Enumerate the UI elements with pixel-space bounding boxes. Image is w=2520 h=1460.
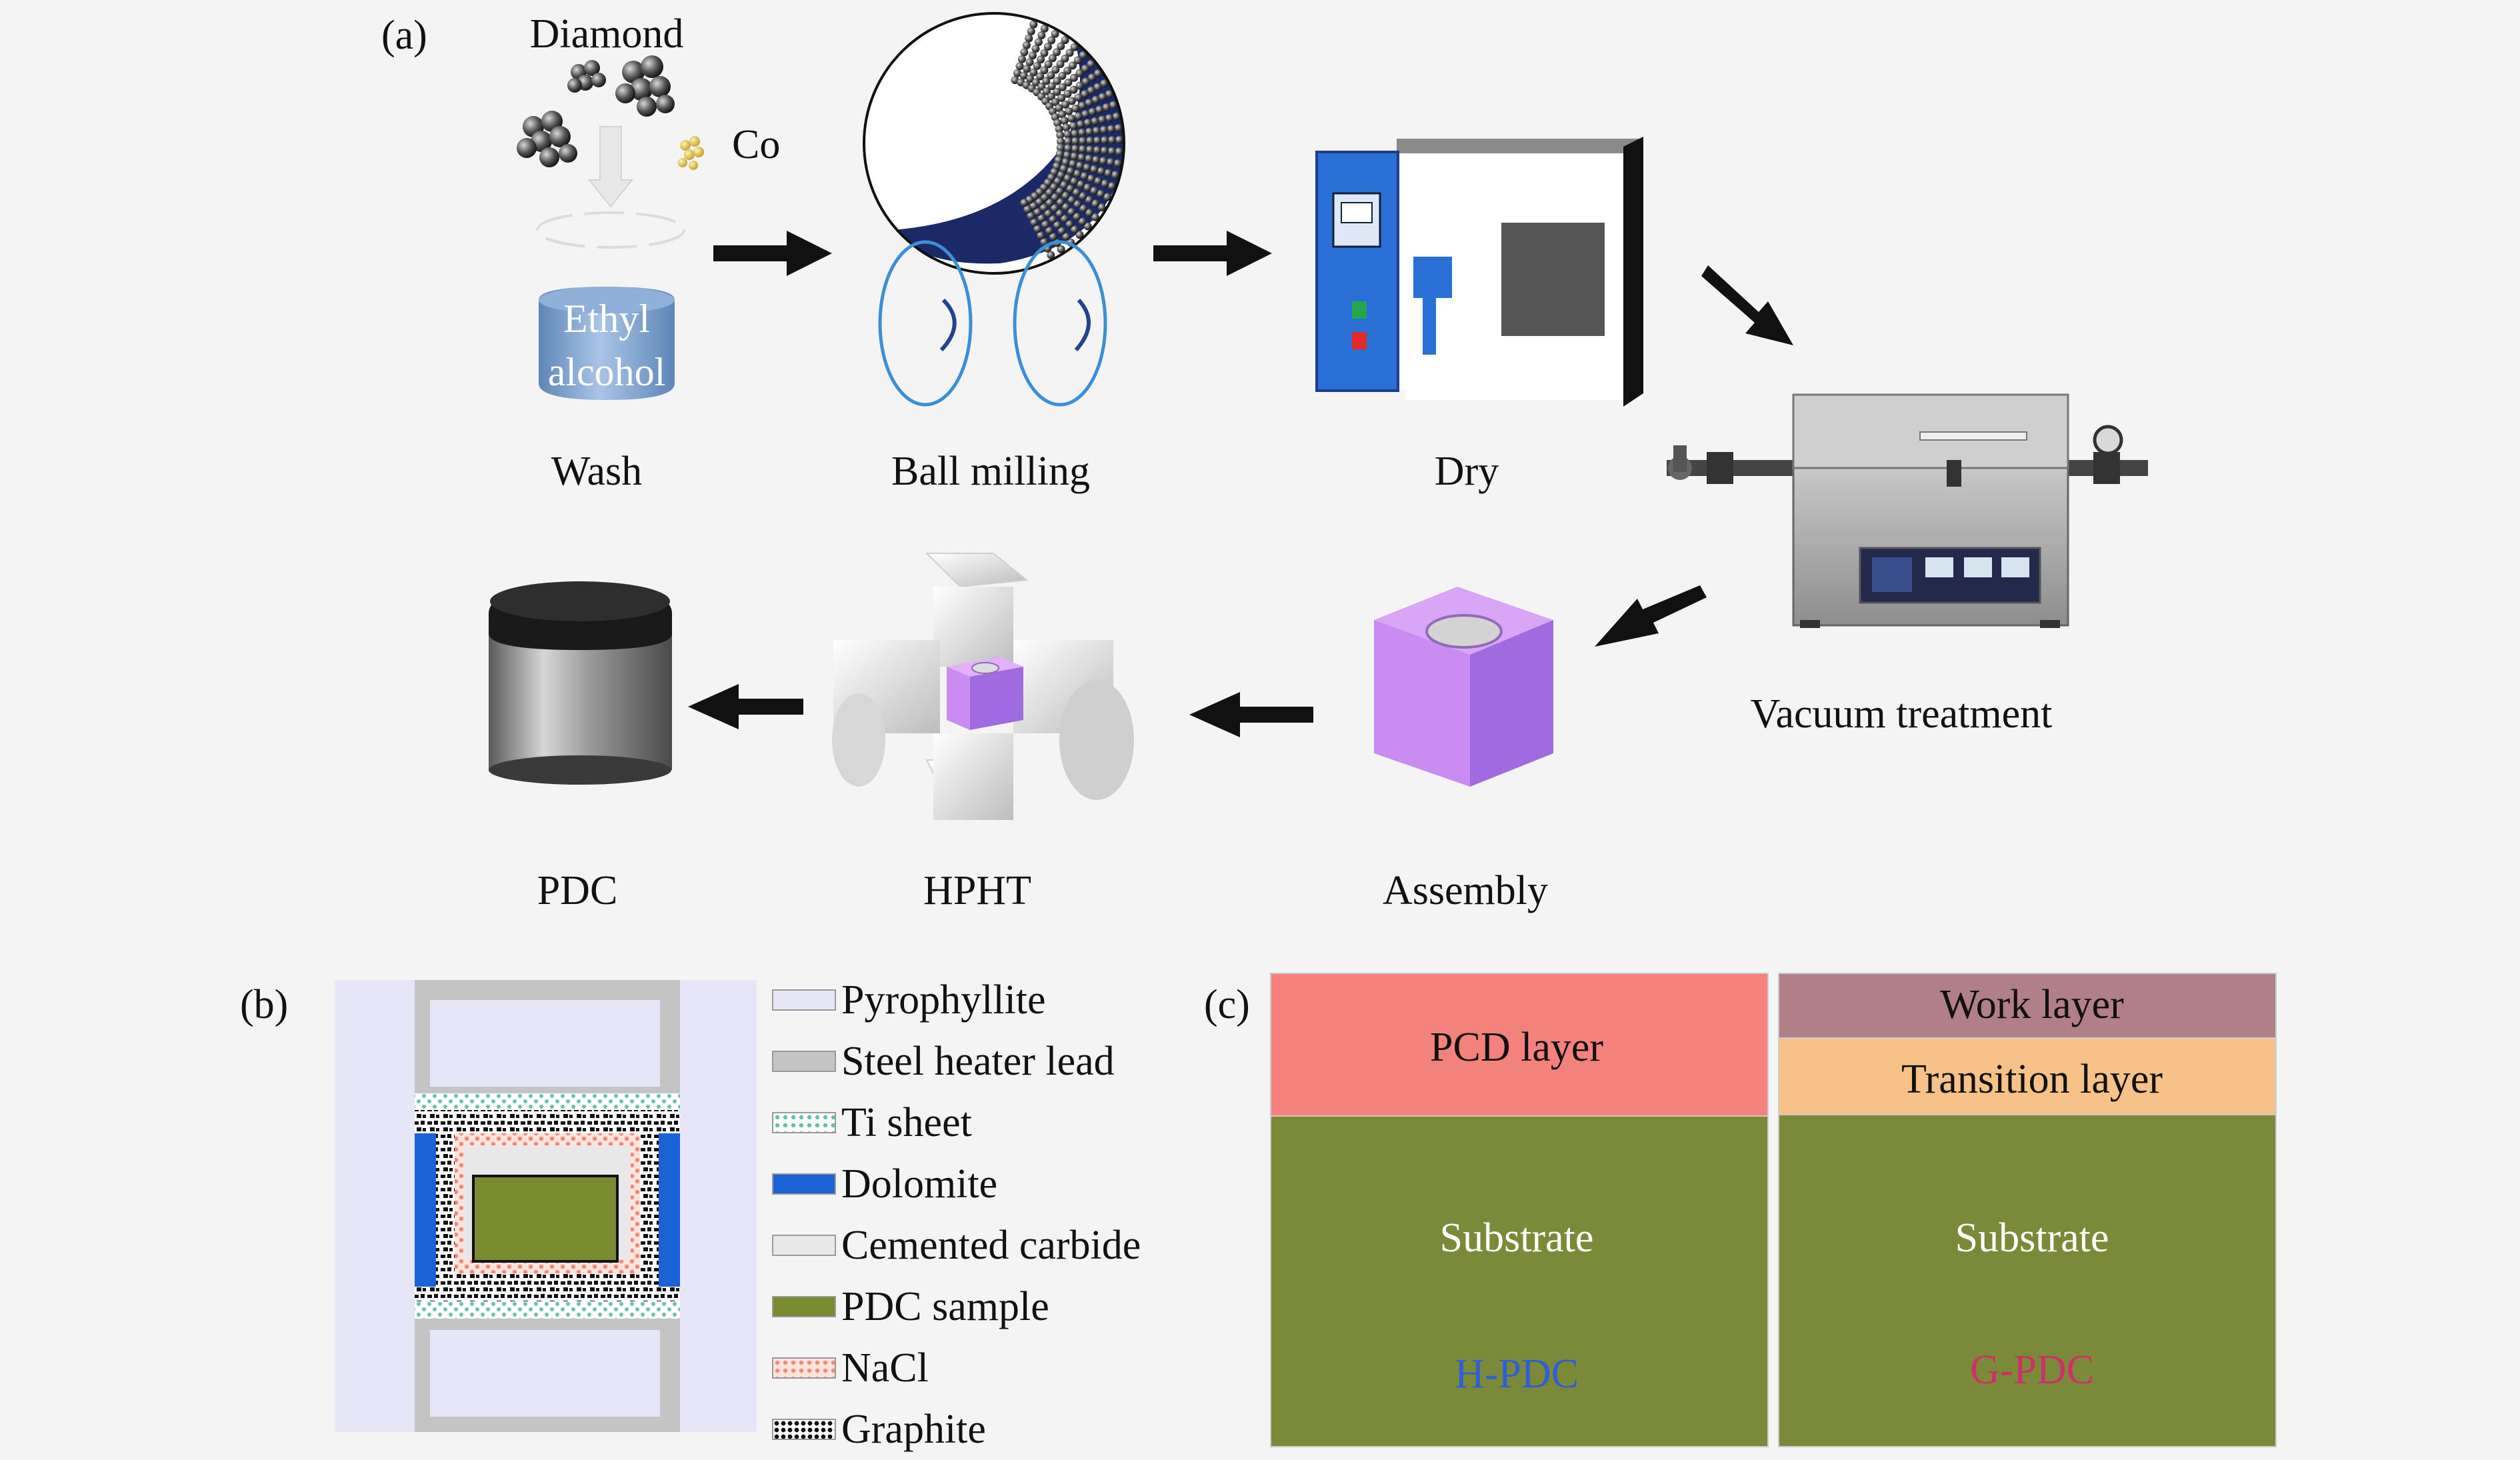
assembly-cube (1374, 587, 1553, 787)
g-pdc-name-label: G-PDC (1969, 1347, 2095, 1393)
ethyl-alcohol-bottle (539, 287, 675, 400)
legend-item: PDC sample (772, 1284, 1049, 1329)
ball-mill-jar (863, 12, 1125, 275)
ethyl-label: Ethyl (563, 297, 650, 341)
mill-rollers (878, 240, 1107, 407)
pour-arrow-icon (536, 126, 685, 249)
legend-swatch (772, 1173, 836, 1195)
panel-c-label: (c) (1204, 982, 1250, 1027)
diamond-label: Diamond (529, 11, 684, 57)
g-substrate-label: Substrate (1955, 1215, 2109, 1261)
legend-item: Ti sheet (772, 1100, 972, 1145)
step-ball-milling-label: Ball milling (891, 449, 1090, 494)
legend-item: Dolomite (772, 1161, 998, 1207)
legend-label: Steel heater lead (841, 1039, 1115, 1084)
legend-label: NaCl (841, 1345, 929, 1391)
legend-label: Ti sheet (841, 1100, 972, 1145)
g-work-layer-label: Work layer (1940, 982, 2124, 1027)
h-pcd-layer-label: PCD layer (1429, 1025, 1604, 1070)
arrow-milling-to-dry (1153, 231, 1272, 276)
legend-swatch (772, 1112, 836, 1133)
arrow-dry-to-vacuum (1701, 265, 1793, 345)
step-vacuum-label: Vacuum treatment (1750, 691, 2053, 737)
step-dry-label: Dry (1434, 449, 1499, 494)
legend-label: Pyrophyllite (841, 977, 1046, 1023)
g-transition-layer-label: Transition layer (1901, 1057, 2163, 1102)
panel-a-label: (a) (381, 13, 427, 58)
arrow-wash-to-milling (713, 231, 832, 276)
step-pdc-label: PDC (537, 868, 618, 913)
legend-swatch (772, 1419, 836, 1440)
step-wash-label: Wash (551, 449, 643, 494)
legend-swatch (772, 1357, 836, 1379)
legend-label: Dolomite (841, 1161, 998, 1207)
legend-label: Cemented carbide (841, 1223, 1141, 1268)
arrow-vacuum-to-assembly (1595, 585, 1707, 647)
step-assembly-label: Assembly (1383, 868, 1548, 913)
drying-oven (1315, 137, 1643, 407)
assembly-cross-section (335, 980, 757, 1432)
legend-item: Pyrophyllite (772, 977, 1046, 1023)
panel-b-label: (b) (240, 982, 289, 1027)
vacuum-tube-furnace (1667, 393, 2148, 628)
h-pdc-structure (1270, 973, 1769, 1447)
h-substrate-label: Substrate (1439, 1215, 1594, 1261)
legend-item: Cemented carbide (772, 1223, 1141, 1268)
pdc-product-jar (489, 581, 672, 785)
legend-swatch (772, 1296, 836, 1317)
legend-item: Graphite (772, 1407, 986, 1452)
step-hpht-label: HPHT (923, 868, 1031, 913)
g-pdc-structure (1778, 973, 2277, 1447)
arrow-hpht-to-pdc (688, 684, 803, 729)
legend-swatch (772, 1051, 836, 1072)
legend-swatch (772, 989, 836, 1011)
cobalt-label: Co (732, 122, 781, 167)
h-pdc-name-label: H-PDC (1454, 1351, 1579, 1397)
alcohol-label: alcohol (547, 350, 666, 394)
legend-swatch (772, 1235, 836, 1256)
cobalt-particles-icon (678, 136, 704, 170)
legend-label: PDC sample (841, 1284, 1049, 1329)
arrow-assembly-to-hpht (1189, 692, 1313, 737)
legend-item: Steel heater lead (772, 1039, 1115, 1084)
diamond-particles-icon (517, 55, 675, 167)
legend-label: Graphite (841, 1407, 986, 1452)
hpht-press (832, 553, 1134, 820)
legend-item: NaCl (772, 1345, 929, 1391)
